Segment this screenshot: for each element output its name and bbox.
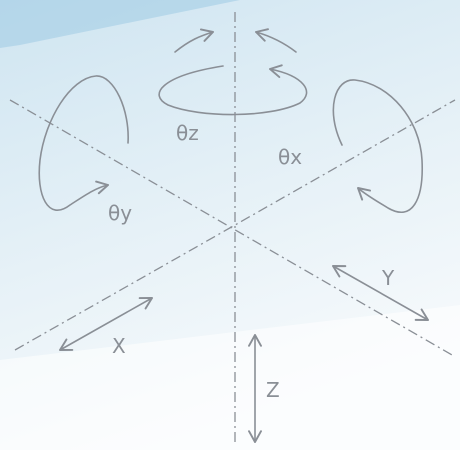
x-translation-arrow [59,297,153,351]
top-left-accent [0,0,240,48]
theta-x-rotation-arrow [332,79,423,214]
y-translation-arrow [332,265,429,321]
bottom-light-band [0,305,460,450]
theta-y-rotation-arrow [38,75,129,211]
z-label: Z [266,378,280,402]
theta-z-label: θz [176,121,199,145]
y-label: Y [381,266,395,290]
x-label: X [112,334,126,358]
theta-y-label: θy [108,201,132,225]
theta-z-rotation-arrow [158,28,308,116]
theta-x-label: θx [278,145,302,169]
